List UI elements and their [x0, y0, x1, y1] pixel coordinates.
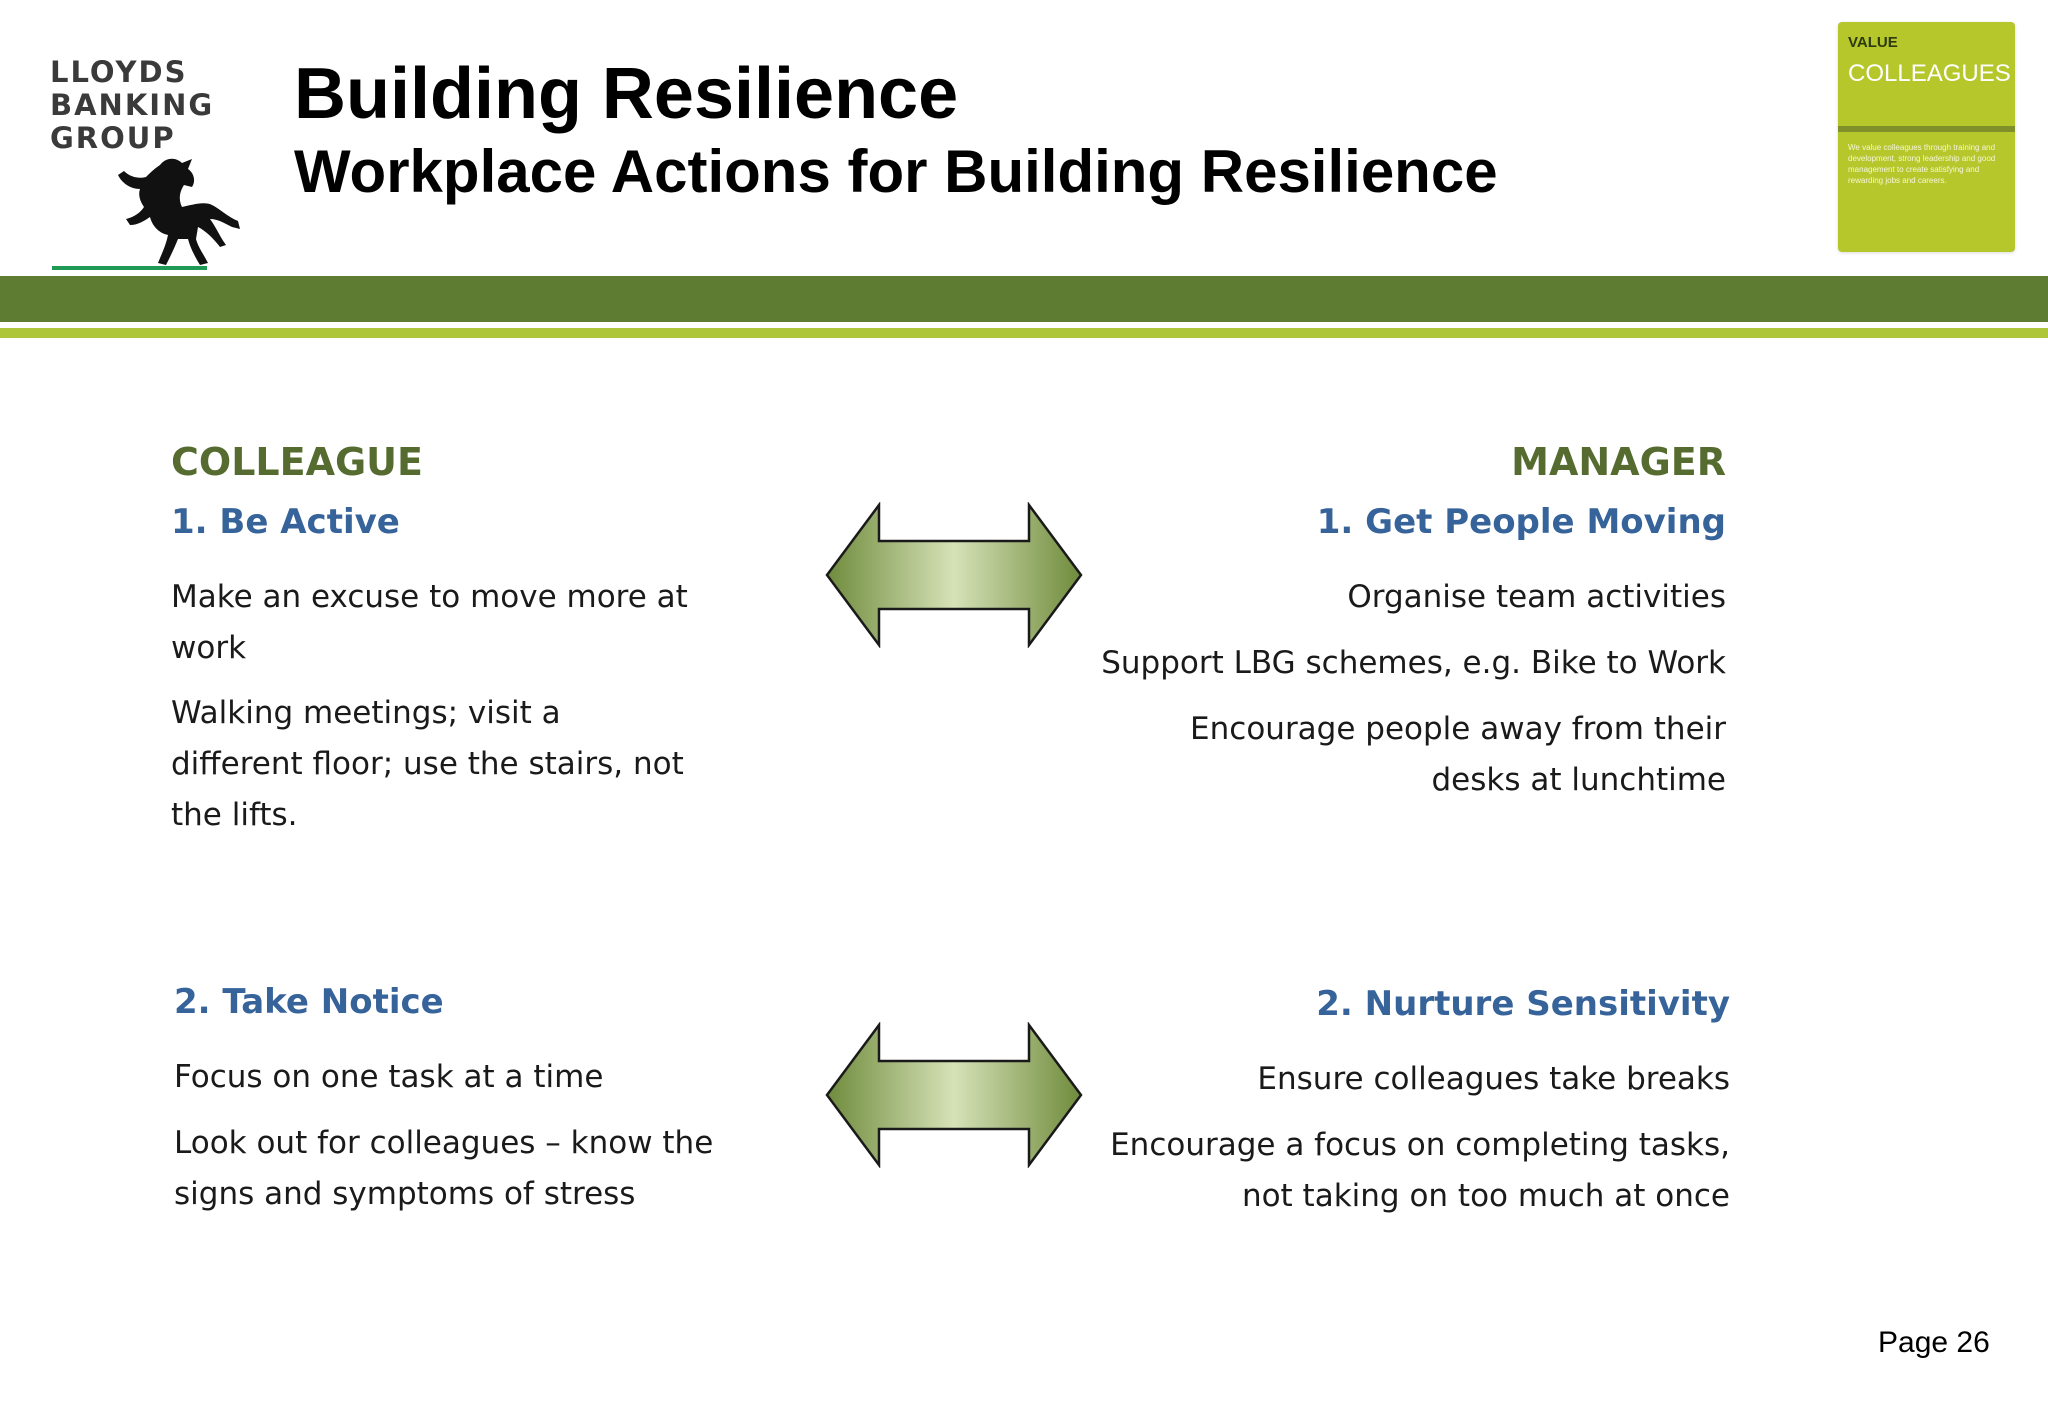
double-arrow-icon-1 [825, 502, 1083, 648]
value-card-title: COLLEAGUES [1848, 60, 2011, 87]
value-card-label: VALUE [1848, 34, 1898, 51]
manager-section-2-paragraph-2: Encourage a focus on completing tasks, n… [1110, 1127, 1730, 1214]
manager-section-1-paragraph-1: Organise team activities [1347, 579, 1726, 615]
manager-section-2-paragraph-1: Ensure colleagues take breaks [1257, 1061, 1730, 1097]
value-colleagues-card: VALUE COLLEAGUES We value colleagues thr… [1838, 22, 2015, 252]
page-title: Building Resilience [294, 54, 959, 134]
colleague-section-1-paragraph-1: Make an excuse to move more at work [171, 579, 688, 666]
double-arrow-icon-2 [825, 1022, 1083, 1168]
logo-line-1: LLOYDS [50, 55, 188, 89]
colleague-section-1-title: 1. Be Active [171, 502, 400, 542]
colleague-heading: COLLEAGUE [171, 440, 423, 484]
colleague-section-2-paragraph-1: Focus on one task at a time [174, 1059, 604, 1095]
page-number: Page 26 [1878, 1326, 1990, 1359]
manager-section-1-paragraph-2: Support LBG schemes, e.g. Bike to Work [1101, 645, 1726, 681]
logo-line-2: BANKING [50, 88, 215, 122]
page-subtitle: Workplace Actions for Building Resilienc… [294, 138, 1498, 205]
manager-section-2-title: 2. Nurture Sensitivity [1316, 984, 1730, 1024]
colleague-section-2-title: 2. Take Notice [174, 982, 444, 1022]
header-band-dark [0, 276, 2048, 322]
black-horse-icon [118, 158, 240, 265]
colleague-section-1-paragraph-2: Walking meetings; visit a different floo… [171, 695, 684, 833]
colleague-section-2-paragraph-2: Look out for colleagues – know the signs… [174, 1125, 714, 1212]
manager-section-1-title: 1. Get People Moving [1316, 502, 1726, 542]
logo-underline [52, 266, 207, 270]
value-card-divider [1838, 126, 2015, 132]
manager-section-1-paragraph-3: Encourage people away from their desks a… [1190, 711, 1726, 798]
header-band-light [0, 328, 2048, 338]
value-card-text: We value colleagues through training and… [1848, 143, 1996, 185]
lloyds-banking-group-logo: LLOYDS BANKING GROUP [50, 56, 260, 276]
logo-line-3: GROUP [50, 121, 176, 155]
manager-heading: MANAGER [1511, 440, 1726, 484]
